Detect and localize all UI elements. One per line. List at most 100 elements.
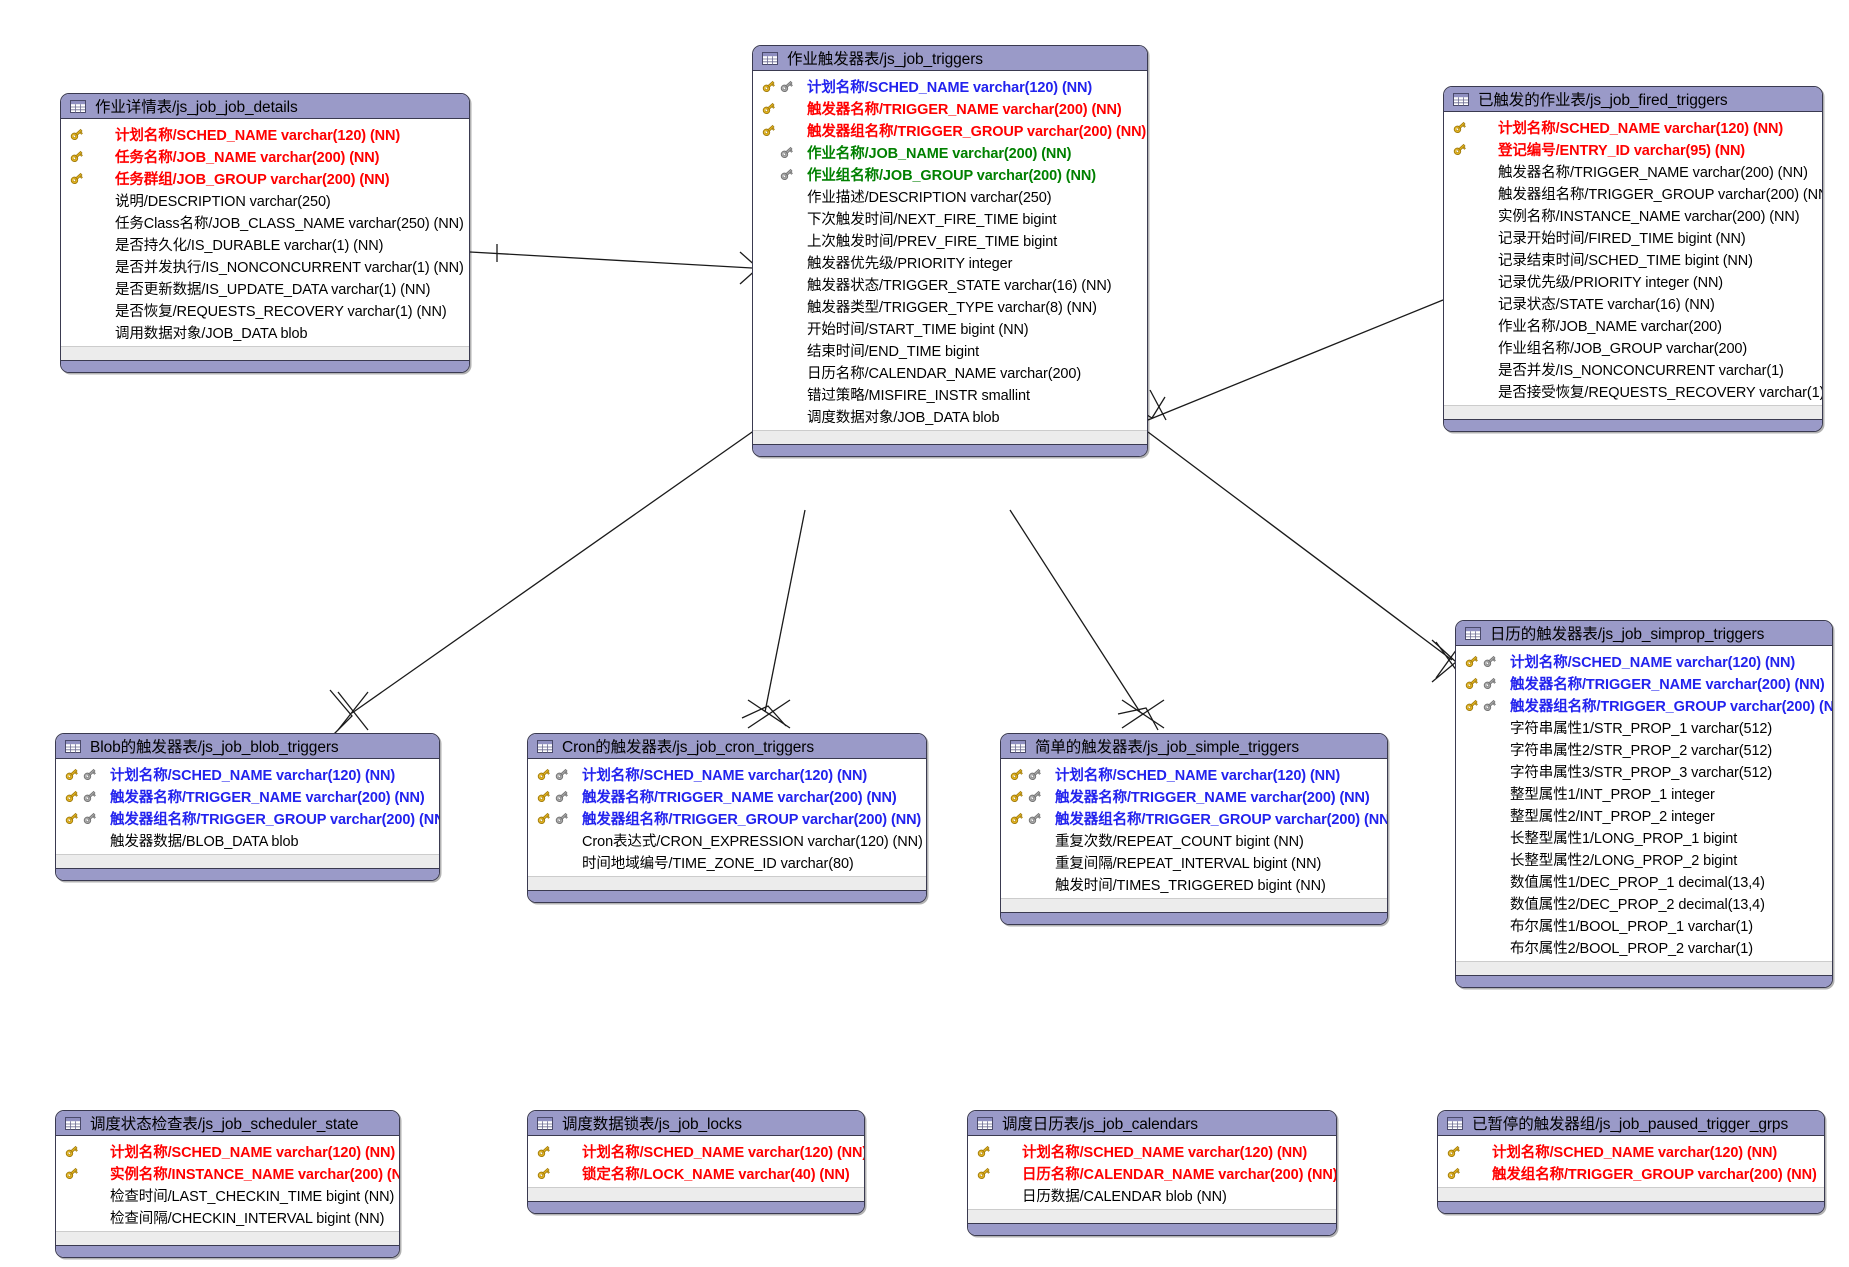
entity-cron_triggers[interactable]: Cron的触发器表/js_job_cron_triggers 计划名称/SCHED…	[527, 733, 927, 903]
entity-scheduler_state[interactable]: 调度状态检查表/js_job_scheduler_state 计划名称/SCHED…	[55, 1110, 400, 1258]
column-row[interactable]: 触发器组名称/TRIGGER_GROUP varchar(200) (NN)	[1456, 694, 1832, 716]
column-row[interactable]: 重复间隔/REPEAT_INTERVAL bigint (NN)	[1001, 851, 1387, 873]
entity-header-calendars[interactable]: 调度日历表/js_job_calendars	[968, 1111, 1336, 1136]
column-row[interactable]: 下次触发时间/NEXT_FIRE_TIME bigint	[753, 207, 1147, 229]
column-row[interactable]: 触发器组名称/TRIGGER_GROUP varchar(200) (NN)	[1444, 182, 1822, 204]
entity-header-fired_triggers[interactable]: 已触发的作业表/js_job_fired_triggers	[1444, 87, 1822, 112]
entity-header-job_triggers[interactable]: 作业触发器表/js_job_triggers	[753, 46, 1147, 71]
column-row[interactable]: 触发器名称/TRIGGER_NAME varchar(200) (NN)	[1444, 160, 1822, 182]
column-row[interactable]: 实例名称/INSTANCE_NAME varchar(200) (NN)	[1444, 204, 1822, 226]
column-row[interactable]: 记录优先级/PRIORITY integer (NN)	[1444, 270, 1822, 292]
column-row[interactable]: 长整型属性1/LONG_PROP_1 bigint	[1456, 826, 1832, 848]
column-row[interactable]: 字符串属性3/STR_PROP_3 varchar(512)	[1456, 760, 1832, 782]
entity-header-cron_triggers[interactable]: Cron的触发器表/js_job_cron_triggers	[528, 734, 926, 759]
column-row[interactable]: 调度数据对象/JOB_DATA blob	[753, 405, 1147, 427]
entity-header-simprop_triggers[interactable]: 日历的触发器表/js_job_simprop_triggers	[1456, 621, 1832, 646]
column-row[interactable]: 上次触发时间/PREV_FIRE_TIME bigint	[753, 229, 1147, 251]
column-row[interactable]: 是否接受恢复/REQUESTS_RECOVERY varchar(1)	[1444, 380, 1822, 402]
column-row[interactable]: 调用数据对象/JOB_DATA blob	[61, 321, 469, 343]
entity-blob_triggers[interactable]: Blob的触发器表/js_job_blob_triggers 计划名称/SCHED…	[55, 733, 440, 881]
column-row[interactable]: 计划名称/SCHED_NAME varchar(120) (NN)	[56, 763, 439, 785]
column-row[interactable]: 触发时间/TIMES_TRIGGERED bigint (NN)	[1001, 873, 1387, 895]
column-row[interactable]: 记录状态/STATE varchar(16) (NN)	[1444, 292, 1822, 314]
column-row[interactable]: 登记编号/ENTRY_ID varchar(95) (NN)	[1444, 138, 1822, 160]
column-row[interactable]: 触发器数据/BLOB_DATA blob	[56, 829, 439, 851]
column-row[interactable]: 任务名称/JOB_NAME varchar(200) (NN)	[61, 145, 469, 167]
column-row[interactable]: 数值属性1/DEC_PROP_1 decimal(13,4)	[1456, 870, 1832, 892]
column-row[interactable]: 触发器名称/TRIGGER_NAME varchar(200) (NN)	[753, 97, 1147, 119]
column-row[interactable]: 触发器组名称/TRIGGER_GROUP varchar(200) (NN)	[528, 807, 926, 829]
column-row[interactable]: 任务Class名称/JOB_CLASS_NAME varchar(250) (N…	[61, 211, 469, 233]
column-row[interactable]: 整型属性1/INT_PROP_1 integer	[1456, 782, 1832, 804]
column-row[interactable]: 重复次数/REPEAT_COUNT bigint (NN)	[1001, 829, 1387, 851]
column-row[interactable]: 日历数据/CALENDAR blob (NN)	[968, 1184, 1336, 1206]
column-row[interactable]: 检查时间/LAST_CHECKIN_TIME bigint (NN)	[56, 1184, 399, 1206]
column-row[interactable]: 记录结束时间/SCHED_TIME bigint (NN)	[1444, 248, 1822, 270]
column-row[interactable]: 布尔属性2/BOOL_PROP_2 varchar(1)	[1456, 936, 1832, 958]
column-row[interactable]: 作业名称/JOB_NAME varchar(200) (NN)	[753, 141, 1147, 163]
column-row[interactable]: 触发器名称/TRIGGER_NAME varchar(200) (NN)	[1456, 672, 1832, 694]
entity-paused_trigger_grps[interactable]: 已暂停的触发器组/js_job_paused_trigger_grps 计划名称/…	[1437, 1110, 1825, 1214]
column-row[interactable]: 触发器状态/TRIGGER_STATE varchar(16) (NN)	[753, 273, 1147, 295]
entity-header-paused_trigger_grps[interactable]: 已暂停的触发器组/js_job_paused_trigger_grps	[1438, 1111, 1824, 1136]
column-row[interactable]: 检查间隔/CHECKIN_INTERVAL bigint (NN)	[56, 1206, 399, 1228]
entity-job_triggers[interactable]: 作业触发器表/js_job_triggers 计划名称/SCHED_NAME va…	[752, 45, 1148, 457]
column-row[interactable]: 实例名称/INSTANCE_NAME varchar(200) (NN)	[56, 1162, 399, 1184]
entity-header-blob_triggers[interactable]: Blob的触发器表/js_job_blob_triggers	[56, 734, 439, 759]
column-row[interactable]: 字符串属性1/STR_PROP_1 varchar(512)	[1456, 716, 1832, 738]
column-row[interactable]: 触发器类型/TRIGGER_TYPE varchar(8) (NN)	[753, 295, 1147, 317]
entity-header-locks[interactable]: 调度数据锁表/js_job_locks	[528, 1111, 864, 1136]
column-row[interactable]: 任务群组/JOB_GROUP varchar(200) (NN)	[61, 167, 469, 189]
entity-calendars[interactable]: 调度日历表/js_job_calendars 计划名称/SCHED_NAME va…	[967, 1110, 1337, 1236]
column-row[interactable]: 日历名称/CALENDAR_NAME varchar(200)	[753, 361, 1147, 383]
entity-header-simple_triggers[interactable]: 简单的触发器表/js_job_simple_triggers	[1001, 734, 1387, 759]
column-row[interactable]: 触发器优先级/PRIORITY integer	[753, 251, 1147, 273]
column-row[interactable]: 作业组名称/JOB_GROUP varchar(200) (NN)	[753, 163, 1147, 185]
column-row[interactable]: 计划名称/SCHED_NAME varchar(120) (NN)	[1456, 650, 1832, 672]
column-row[interactable]: 错过策略/MISFIRE_INSTR smallint	[753, 383, 1147, 405]
column-row[interactable]: 作业组名称/JOB_GROUP varchar(200)	[1444, 336, 1822, 358]
column-row[interactable]: 布尔属性1/BOOL_PROP_1 varchar(1)	[1456, 914, 1832, 936]
column-row[interactable]: 触发器名称/TRIGGER_NAME varchar(200) (NN)	[1001, 785, 1387, 807]
column-row[interactable]: 是否更新数据/IS_UPDATE_DATA varchar(1) (NN)	[61, 277, 469, 299]
column-row[interactable]: 字符串属性2/STR_PROP_2 varchar(512)	[1456, 738, 1832, 760]
column-row[interactable]: Cron表达式/CRON_EXPRESSION varchar(120) (NN…	[528, 829, 926, 851]
column-row[interactable]: 是否并发/IS_NONCONCURRENT varchar(1)	[1444, 358, 1822, 380]
entity-fired_triggers[interactable]: 已触发的作业表/js_job_fired_triggers 计划名称/SCHED_…	[1443, 86, 1823, 432]
column-row[interactable]: 开始时间/START_TIME bigint (NN)	[753, 317, 1147, 339]
column-row[interactable]: 计划名称/SCHED_NAME varchar(120) (NN)	[968, 1140, 1336, 1162]
entity-simple_triggers[interactable]: 简单的触发器表/js_job_simple_triggers 计划名称/SCHED…	[1000, 733, 1388, 925]
column-row[interactable]: 作业描述/DESCRIPTION varchar(250)	[753, 185, 1147, 207]
column-row[interactable]: 触发器名称/TRIGGER_NAME varchar(200) (NN)	[56, 785, 439, 807]
entity-simprop_triggers[interactable]: 日历的触发器表/js_job_simprop_triggers 计划名称/SCHE…	[1455, 620, 1833, 988]
column-row[interactable]: 计划名称/SCHED_NAME varchar(120) (NN)	[528, 1140, 864, 1162]
column-row[interactable]: 是否并发执行/IS_NONCONCURRENT varchar(1) (NN)	[61, 255, 469, 277]
column-row[interactable]: 计划名称/SCHED_NAME varchar(120) (NN)	[56, 1140, 399, 1162]
entity-header-scheduler_state[interactable]: 调度状态检查表/js_job_scheduler_state	[56, 1111, 399, 1136]
entity-header-job_details[interactable]: 作业详情表/js_job_job_details	[61, 94, 469, 119]
column-row[interactable]: 结束时间/END_TIME bigint	[753, 339, 1147, 361]
column-row[interactable]: 计划名称/SCHED_NAME varchar(120) (NN)	[753, 75, 1147, 97]
column-row[interactable]: 说明/DESCRIPTION varchar(250)	[61, 189, 469, 211]
entity-job_details[interactable]: 作业详情表/js_job_job_details 计划名称/SCHED_NAME …	[60, 93, 470, 373]
column-row[interactable]: 触发器组名称/TRIGGER_GROUP varchar(200) (NN)	[753, 119, 1147, 141]
column-row[interactable]: 触发器组名称/TRIGGER_GROUP varchar(200) (NN)	[1001, 807, 1387, 829]
entity-locks[interactable]: 调度数据锁表/js_job_locks 计划名称/SCHED_NAME varch…	[527, 1110, 865, 1214]
column-row[interactable]: 整型属性2/INT_PROP_2 integer	[1456, 804, 1832, 826]
column-row[interactable]: 作业名称/JOB_NAME varchar(200)	[1444, 314, 1822, 336]
column-row[interactable]: 计划名称/SCHED_NAME varchar(120) (NN)	[1001, 763, 1387, 785]
column-row[interactable]: 计划名称/SCHED_NAME varchar(120) (NN)	[1438, 1140, 1824, 1162]
column-row[interactable]: 触发组名称/TRIGGER_GROUP varchar(200) (NN)	[1438, 1162, 1824, 1184]
column-row[interactable]: 是否持久化/IS_DURABLE varchar(1) (NN)	[61, 233, 469, 255]
column-row[interactable]: 日历名称/CALENDAR_NAME varchar(200) (NN)	[968, 1162, 1336, 1184]
column-row[interactable]: 时间地域编号/TIME_ZONE_ID varchar(80)	[528, 851, 926, 873]
column-row[interactable]: 计划名称/SCHED_NAME varchar(120) (NN)	[528, 763, 926, 785]
column-row[interactable]: 长整型属性2/LONG_PROP_2 bigint	[1456, 848, 1832, 870]
column-row[interactable]: 计划名称/SCHED_NAME varchar(120) (NN)	[1444, 116, 1822, 138]
column-row[interactable]: 是否恢复/REQUESTS_RECOVERY varchar(1) (NN)	[61, 299, 469, 321]
column-row[interactable]: 计划名称/SCHED_NAME varchar(120) (NN)	[61, 123, 469, 145]
column-row[interactable]: 触发器组名称/TRIGGER_GROUP varchar(200) (NN)	[56, 807, 439, 829]
column-row[interactable]: 数值属性2/DEC_PROP_2 decimal(13,4)	[1456, 892, 1832, 914]
column-row[interactable]: 触发器名称/TRIGGER_NAME varchar(200) (NN)	[528, 785, 926, 807]
column-row[interactable]: 锁定名称/LOCK_NAME varchar(40) (NN)	[528, 1162, 864, 1184]
